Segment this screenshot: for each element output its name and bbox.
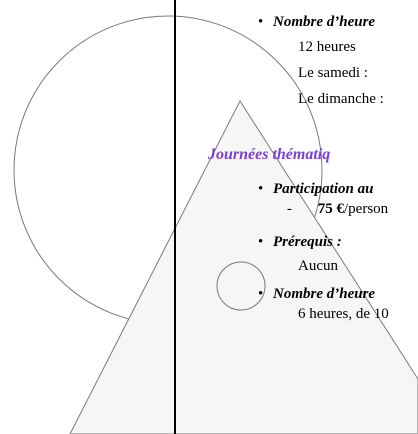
saturday-label: Le samedi : xyxy=(298,65,368,81)
dash: - xyxy=(287,201,292,217)
price-unit: /person xyxy=(344,201,389,217)
hours-label-2: Nombre d’heure xyxy=(273,286,376,302)
price-line: - 75 €/person xyxy=(287,201,388,218)
bullet-label: Nombre d’heure xyxy=(273,14,376,30)
bullet-dot: • xyxy=(258,234,264,250)
bullet-dot: • xyxy=(258,181,264,197)
hours-value: 12 heures xyxy=(298,39,356,55)
bullet-nombre-heures-2: • Nombre d’heure xyxy=(258,286,375,303)
sunday-label: Le dimanche : xyxy=(298,91,384,107)
bullet-prerequis: • Prérequis : xyxy=(258,234,342,251)
bullet-dot: • xyxy=(258,286,264,302)
price-amount: 75 € xyxy=(317,201,344,217)
bullet-participation: • Participation au xyxy=(258,181,373,198)
small-circle-shape xyxy=(216,261,266,311)
participation-label: Participation au xyxy=(273,181,374,197)
bullet-nombre-heures: • Nombre d’heure xyxy=(258,14,375,31)
prerequis-label: Prérequis : xyxy=(273,234,342,250)
bullet-dot: • xyxy=(258,14,264,30)
hours-value-2: 6 heures, de 10 xyxy=(298,306,389,322)
section-heading: Journées thématiq xyxy=(208,146,331,163)
prerequis-value: Aucun xyxy=(298,258,338,274)
